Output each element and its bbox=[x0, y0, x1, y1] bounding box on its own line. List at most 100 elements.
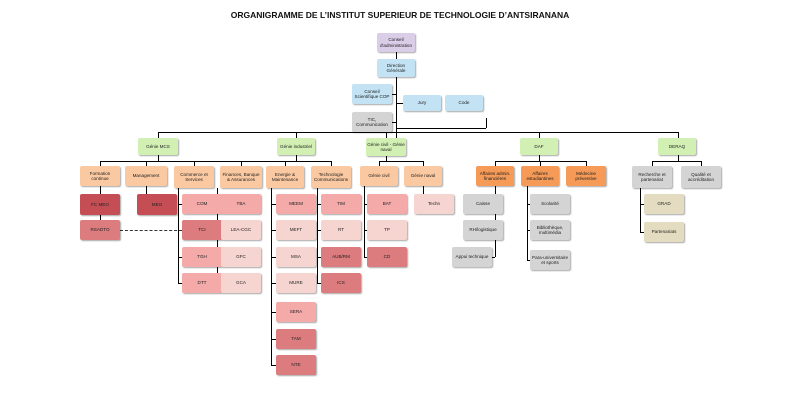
org-node-finances: Finances, Banque & Assurances bbox=[220, 166, 262, 188]
connector-line bbox=[317, 257, 321, 258]
org-node-meem: MEEM bbox=[276, 194, 316, 214]
org-node-tp: TP bbox=[367, 220, 407, 240]
org-node-deraq: DERAQ bbox=[658, 138, 696, 155]
connector-line bbox=[423, 186, 424, 194]
connector-line bbox=[271, 339, 276, 340]
connector-line bbox=[640, 232, 644, 233]
connector-line bbox=[379, 161, 423, 162]
org-node-tim: TIM bbox=[321, 194, 361, 214]
org-node-jury: Jury bbox=[403, 95, 441, 111]
connector-line bbox=[100, 161, 101, 166]
org-node-qualite: Qualité et accréditation bbox=[681, 166, 721, 188]
connector-line bbox=[527, 260, 530, 261]
connector-line bbox=[100, 215, 101, 220]
org-node-mure: MURE bbox=[276, 273, 316, 293]
org-node-affaires-etud: Affaires estudiantines bbox=[521, 166, 559, 186]
connector-line bbox=[158, 155, 159, 161]
connector-line bbox=[317, 283, 321, 284]
connector-line bbox=[527, 186, 528, 260]
connector-line bbox=[178, 204, 182, 205]
org-node-medecine: Médecine préventive bbox=[566, 166, 606, 186]
connector-line bbox=[271, 312, 276, 313]
connector-line bbox=[652, 161, 701, 162]
org-node-scolarite: Scolarité bbox=[530, 194, 570, 214]
connector-line bbox=[364, 230, 367, 231]
connector-line bbox=[158, 132, 679, 133]
org-node-conseil-sci: Conseil Scientifique COP bbox=[352, 84, 392, 104]
connector-line bbox=[527, 230, 530, 231]
connector-line bbox=[317, 230, 321, 231]
connector-line bbox=[241, 161, 242, 166]
connector-line bbox=[486, 118, 487, 128]
connector-line bbox=[652, 161, 653, 166]
org-node-appui: Appui technique bbox=[452, 247, 492, 267]
org-node-genie-mcs: Génie MCS bbox=[138, 138, 178, 155]
connector-line bbox=[678, 132, 679, 138]
connector-line bbox=[423, 161, 424, 166]
connector-line bbox=[539, 132, 540, 138]
connector-line bbox=[178, 283, 182, 284]
org-node-tci: TCI bbox=[182, 220, 222, 240]
connector-line bbox=[386, 132, 387, 138]
connector-line bbox=[396, 52, 397, 59]
connector-line bbox=[678, 155, 679, 161]
connector-line bbox=[317, 204, 321, 205]
connector-line bbox=[285, 161, 286, 166]
connector-line bbox=[640, 204, 644, 205]
org-node-meo: MEO bbox=[137, 194, 177, 215]
connector-line bbox=[271, 283, 276, 284]
org-node-grad: GRAD bbox=[644, 194, 684, 214]
connector-line bbox=[100, 186, 101, 194]
org-node-code: Code bbox=[445, 95, 483, 111]
org-node-caisse: Caisse bbox=[463, 194, 503, 214]
connector-line bbox=[296, 132, 297, 138]
org-node-sera: SERA bbox=[276, 302, 316, 322]
connector-line bbox=[392, 122, 396, 123]
org-node-ics: ICS bbox=[321, 273, 361, 293]
org-node-bat: BAT bbox=[367, 194, 407, 214]
org-node-dtt: DTT bbox=[182, 273, 222, 293]
org-node-rh: RH/logistique bbox=[463, 220, 503, 240]
org-node-direction: Direction Générale bbox=[377, 59, 415, 77]
org-node-gca: GCA bbox=[221, 273, 261, 293]
connector-line bbox=[158, 132, 159, 138]
org-node-gc-naval: Génie naval bbox=[404, 166, 442, 186]
org-node-com: COM bbox=[182, 194, 222, 214]
org-node-energie: Energie & Maintenance bbox=[266, 166, 304, 188]
connector-line bbox=[539, 155, 540, 161]
org-node-genie-civil: Génie civil - Génie naval bbox=[366, 138, 406, 156]
connector-line bbox=[701, 161, 702, 166]
connector-line bbox=[178, 188, 179, 283]
org-node-technologie: Technologie Communications bbox=[311, 166, 351, 188]
connector-line bbox=[392, 94, 396, 95]
org-node-recherche: Recherche et partenariat bbox=[632, 166, 672, 188]
connector-line bbox=[271, 204, 276, 205]
org-node-msa: MSA bbox=[276, 247, 316, 267]
connector-line bbox=[194, 161, 195, 166]
org-node-rsadto: RSADTO bbox=[80, 220, 120, 240]
connector-line bbox=[331, 161, 332, 166]
connector-line bbox=[271, 230, 276, 231]
org-node-bibliotheque: Bibliothèque, multimédia bbox=[530, 220, 570, 240]
connector-line bbox=[492, 257, 495, 258]
org-node-gc-civil: Génie civil bbox=[360, 166, 398, 186]
org-node-partenariats: Partenariats bbox=[644, 222, 684, 242]
org-node-meft: MEFT bbox=[276, 220, 316, 240]
org-node-tam: TAM bbox=[276, 329, 316, 349]
connector-line bbox=[285, 161, 331, 162]
org-node-conseil-admin: Conseil d'administration bbox=[377, 33, 415, 52]
connector-line bbox=[379, 161, 380, 166]
org-node-genie-ind: Génie industriel bbox=[277, 138, 315, 155]
connector-line bbox=[271, 188, 272, 365]
dashed-connector-rsadto-tci bbox=[120, 230, 182, 231]
connector-line bbox=[540, 161, 541, 166]
org-node-nte: NTE bbox=[276, 355, 316, 375]
connector-line bbox=[296, 155, 297, 161]
org-node-techn: Techn bbox=[414, 194, 454, 214]
connector-line bbox=[364, 204, 367, 205]
connector-line bbox=[271, 365, 276, 366]
org-node-auborm: AUB/RM bbox=[321, 247, 361, 267]
org-node-para: Para-universitaire et sports bbox=[530, 250, 570, 270]
org-node-commerce: Commerce et Services bbox=[174, 166, 214, 188]
connector-line bbox=[364, 257, 367, 258]
